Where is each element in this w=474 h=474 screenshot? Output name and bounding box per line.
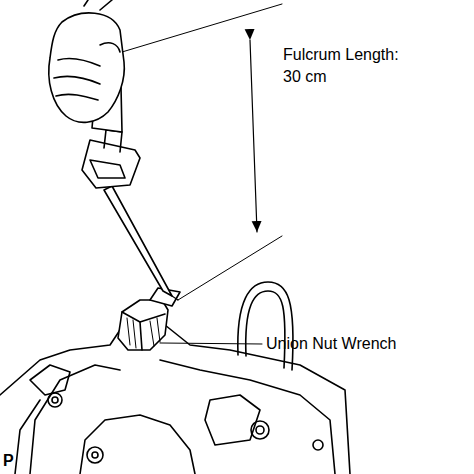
leader-line: [160, 343, 262, 344]
housing: [0, 282, 350, 474]
dimension-label: Fulcrum Length: 30 cm: [283, 44, 408, 88]
figure-code: P: [3, 450, 23, 472]
hand: [49, 0, 125, 122]
dimension-arrow: [250, 40, 257, 232]
part-name: Union Nut Wrench: [266, 333, 466, 355]
union-nut-wrench: [118, 288, 180, 350]
